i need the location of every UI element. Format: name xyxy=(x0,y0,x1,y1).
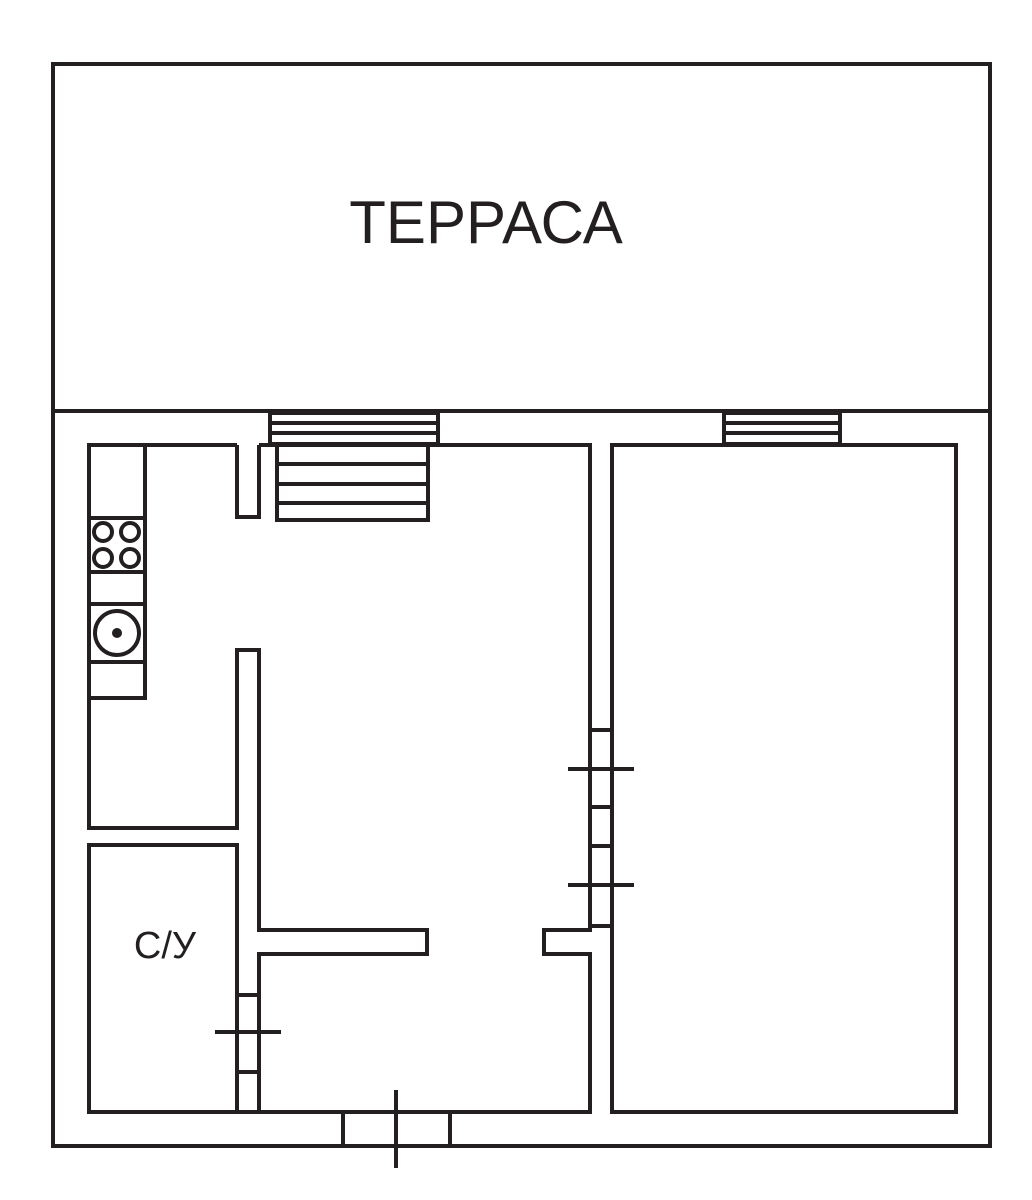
window-top-left xyxy=(268,411,440,446)
sink-icon xyxy=(93,609,141,657)
door-entrance xyxy=(341,1090,452,1168)
stairs xyxy=(275,443,430,522)
kitchen-counter xyxy=(87,443,147,700)
stove-icon xyxy=(92,521,141,569)
door-right-room-lower xyxy=(568,844,634,928)
right-room-walls xyxy=(610,443,958,1114)
hall-walls xyxy=(259,443,592,1114)
bathroom-walls xyxy=(87,843,239,1114)
bathroom-label: С/У xyxy=(134,925,197,967)
kitchen-partition-top xyxy=(235,445,261,519)
house-outer-wall xyxy=(51,409,992,1148)
door-right-room-upper xyxy=(568,728,634,809)
door-bathroom xyxy=(215,993,281,1074)
window-top-right xyxy=(722,411,842,446)
terrace-label: ТЕРРАСА xyxy=(349,189,622,256)
